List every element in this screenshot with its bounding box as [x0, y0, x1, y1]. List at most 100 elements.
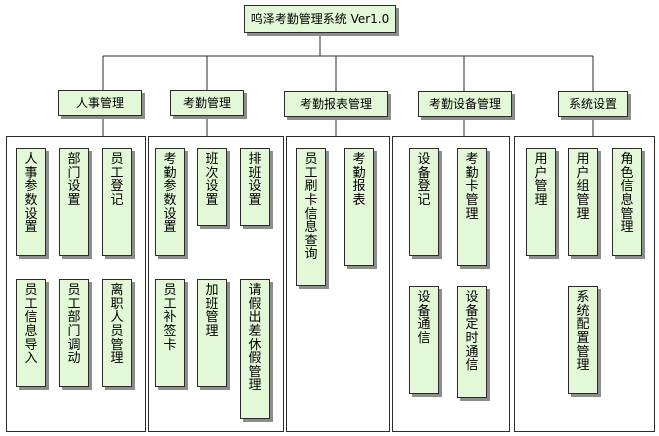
leaf-char: 通	[417, 317, 431, 333]
leaf-char: 员	[24, 283, 38, 298]
leaf-char: 管	[576, 344, 590, 360]
leaf-char: 置	[576, 330, 590, 346]
leaf-attendance-report: 考勤报表考勤报表	[344, 148, 374, 266]
leaf-employee-register: 员工登记员工登记	[102, 148, 132, 256]
leaf-char: 工	[110, 165, 124, 181]
category-attendance: 考勤管理	[170, 90, 244, 116]
leaf-attendance-params: 考勤参数设置考勤参数设置	[155, 148, 185, 256]
leaf-char: 组	[576, 179, 590, 195]
leaf-char: 配	[576, 317, 590, 333]
leaf-card-makeup: 员工补签卡员工补签卡	[155, 279, 185, 387]
leaf-char: 班	[205, 296, 219, 312]
leaf-char: 卡	[465, 179, 479, 195]
leaf-char: 参	[24, 179, 38, 195]
leaf-resigned-staff: 离职人员管理离职人员管理	[102, 279, 132, 387]
leaf-char: 理	[534, 192, 548, 208]
leaf-char: 数	[24, 192, 38, 208]
leaf-char: 管	[110, 337, 124, 353]
leaf-leave-trip: 请假出差休假管理请假出差休假管理	[240, 279, 270, 419]
leaf-char: 导	[24, 337, 38, 353]
leaf-char: 表	[352, 192, 366, 208]
leaf-char: 户	[576, 165, 590, 181]
leaf-char: 门	[67, 165, 81, 181]
leaf-shift-setup: 班次设置班次设置	[197, 148, 227, 226]
leaf-char: 加	[205, 283, 219, 298]
category-reports: 考勤报表管理	[284, 91, 388, 117]
leaf-char: 假	[248, 351, 262, 367]
leaf-char: 系	[576, 290, 590, 305]
leaf-char: 理	[620, 220, 634, 236]
leaf-char: 休	[248, 337, 262, 353]
leaf-char: 备	[417, 165, 431, 181]
leaf-char: 备	[465, 303, 479, 319]
leaf-char: 员	[67, 283, 81, 298]
leaf-char: 信	[465, 358, 479, 374]
leaf-char: 离	[110, 283, 124, 298]
leaf-schedule-setup: 排班设置排班设置	[240, 148, 270, 226]
leaf-char: 差	[248, 323, 262, 339]
leaf-char: 置	[205, 192, 219, 208]
leaf-device-register: 设备登记设备登记	[409, 148, 439, 256]
category-system: 系统设置	[558, 91, 628, 117]
leaf-char: 设	[24, 206, 38, 222]
leaf-char: 理	[465, 206, 479, 222]
leaf-char: 设	[67, 179, 81, 195]
leaf-char: 管	[248, 364, 262, 380]
leaf-char: 员	[110, 323, 124, 339]
category-devices: 考勤设备管理	[418, 91, 512, 117]
leaf-char: 出	[248, 310, 262, 326]
leaf-char: 登	[110, 179, 124, 195]
root-node: 呜泽考勤管理系统 Ver1.0	[244, 5, 396, 33]
leaf-char: 人	[24, 152, 38, 167]
leaf-char: 息	[304, 220, 318, 236]
leaf-char: 设	[163, 206, 177, 222]
leaf-char: 信	[620, 179, 634, 195]
leaf-char: 补	[163, 310, 177, 326]
leaf-char: 登	[417, 179, 431, 195]
leaf-overtime: 加班管理加班管理	[197, 279, 227, 387]
leaf-char: 事	[24, 165, 38, 181]
leaf-char: 理	[248, 378, 262, 394]
leaf-char: 管	[576, 192, 590, 208]
leaf-char: 信	[304, 206, 318, 222]
leaf-char: 用	[534, 152, 548, 167]
leaf-char: 管	[465, 192, 479, 208]
leaf-char: 工	[163, 296, 177, 312]
leaf-user-manage: 用户管理用户管理	[526, 148, 556, 256]
leaf-char: 记	[417, 192, 431, 208]
leaf-char: 设	[465, 290, 479, 305]
leaf-char: 人	[110, 310, 124, 326]
leaf-char: 通	[465, 344, 479, 360]
leaf-char: 次	[205, 165, 219, 181]
leaf-char: 勤	[465, 165, 479, 181]
leaf-scheduled-comm: 设备定时通信设备定时通信	[457, 286, 487, 398]
leaf-char: 设	[417, 290, 431, 305]
leaf-char: 询	[304, 247, 318, 263]
leaf-char: 员	[163, 283, 177, 298]
leaf-char: 班	[248, 165, 262, 181]
leaf-char: 管	[620, 206, 634, 222]
leaf-char: 考	[352, 152, 366, 167]
leaf-char: 考	[465, 152, 479, 167]
leaf-char: 假	[248, 296, 262, 312]
leaf-char: 置	[163, 220, 177, 236]
leaf-card-manage: 考勤卡管理考勤卡管理	[457, 148, 487, 266]
leaf-system-config: 系统配置管理系统配置管理	[568, 286, 598, 394]
leaf-char: 门	[67, 323, 81, 339]
leaf-char: 统	[576, 303, 590, 319]
leaf-char: 备	[417, 303, 431, 319]
leaf-char: 职	[110, 296, 124, 312]
leaf-char: 动	[67, 351, 81, 367]
leaf-char: 管	[534, 179, 548, 195]
leaf-char: 户	[534, 165, 548, 181]
leaf-device-comm: 设备通信设备通信	[409, 286, 439, 394]
leaf-char: 请	[248, 283, 262, 298]
leaf-char: 部	[67, 310, 81, 326]
leaf-char: 勤	[352, 165, 366, 181]
leaf-char: 理	[576, 358, 590, 374]
leaf-char: 报	[352, 179, 366, 195]
leaf-char: 部	[67, 152, 81, 167]
leaf-char: 息	[620, 192, 634, 208]
leaf-char: 查	[304, 233, 318, 249]
leaf-char: 刷	[304, 179, 318, 195]
